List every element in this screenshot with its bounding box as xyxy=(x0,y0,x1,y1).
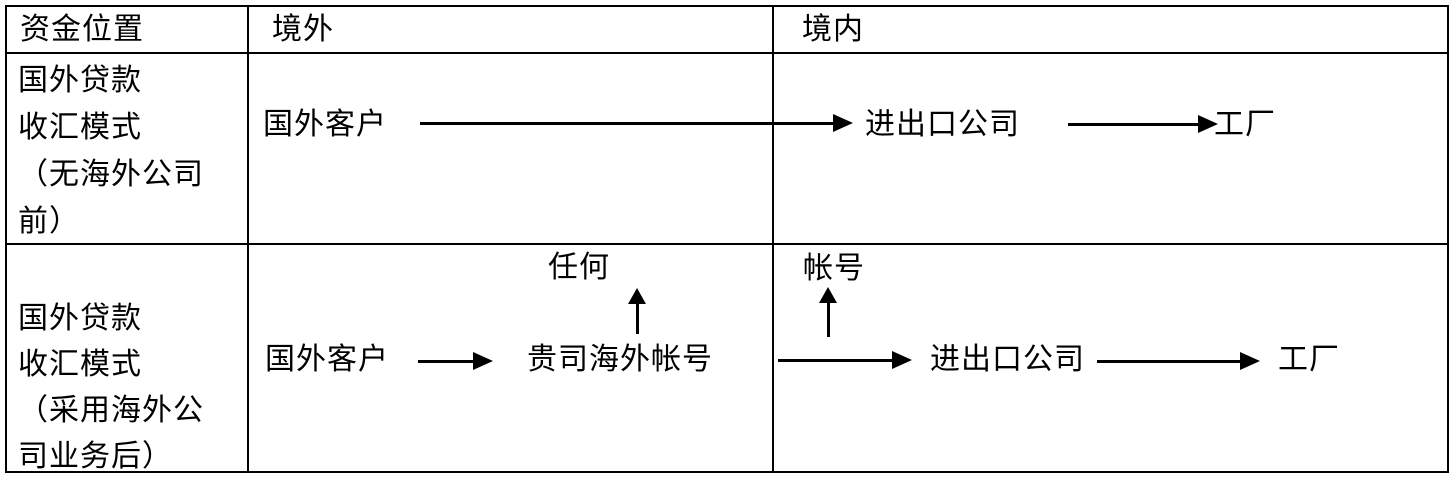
table-outer-border xyxy=(5,5,1449,473)
row2-arrow-up-domestic-icon xyxy=(819,287,837,337)
row2-label: 国外贷款 收汇模式 （采用海外公 司业务后） xyxy=(18,302,204,473)
row2-note-account: 帐号 xyxy=(803,252,865,285)
row2-arrow-up-overseas-icon xyxy=(628,288,646,334)
header-row-divider xyxy=(5,52,1447,54)
row2-node-import-export-company: 进出口公司 xyxy=(930,343,1085,376)
row1-label: 国外贷款 收汇模式 （无海外公司 前） xyxy=(18,64,204,238)
column-divider-2 xyxy=(772,5,774,471)
row1-node-overseas-customer: 国外客户 xyxy=(263,108,387,141)
row2-node-overseas-customer: 国外客户 xyxy=(265,343,389,376)
row2-arrow-customer-to-account-icon xyxy=(418,352,493,370)
row2-note-any: 任何 xyxy=(548,251,610,284)
row2-node-factory: 工厂 xyxy=(1278,343,1340,376)
row2-arrow-account-to-company-icon xyxy=(778,351,912,369)
row1-arrow-company-to-factory-icon xyxy=(1068,115,1218,133)
row2-node-your-overseas-account: 贵司海外帐号 xyxy=(527,343,713,376)
header-cell-fund-location: 资金位置 xyxy=(20,13,144,46)
row2-arrow-company-to-factory-icon xyxy=(1097,352,1260,370)
column-divider-1 xyxy=(247,5,249,471)
header-cell-overseas: 境外 xyxy=(272,13,334,46)
row1-node-factory: 工厂 xyxy=(1214,108,1276,141)
header-cell-domestic: 境内 xyxy=(802,13,864,46)
row1-arrow-customer-to-company-icon xyxy=(420,114,853,132)
row-divider xyxy=(5,243,1447,245)
row1-node-import-export-company: 进出口公司 xyxy=(865,108,1020,141)
